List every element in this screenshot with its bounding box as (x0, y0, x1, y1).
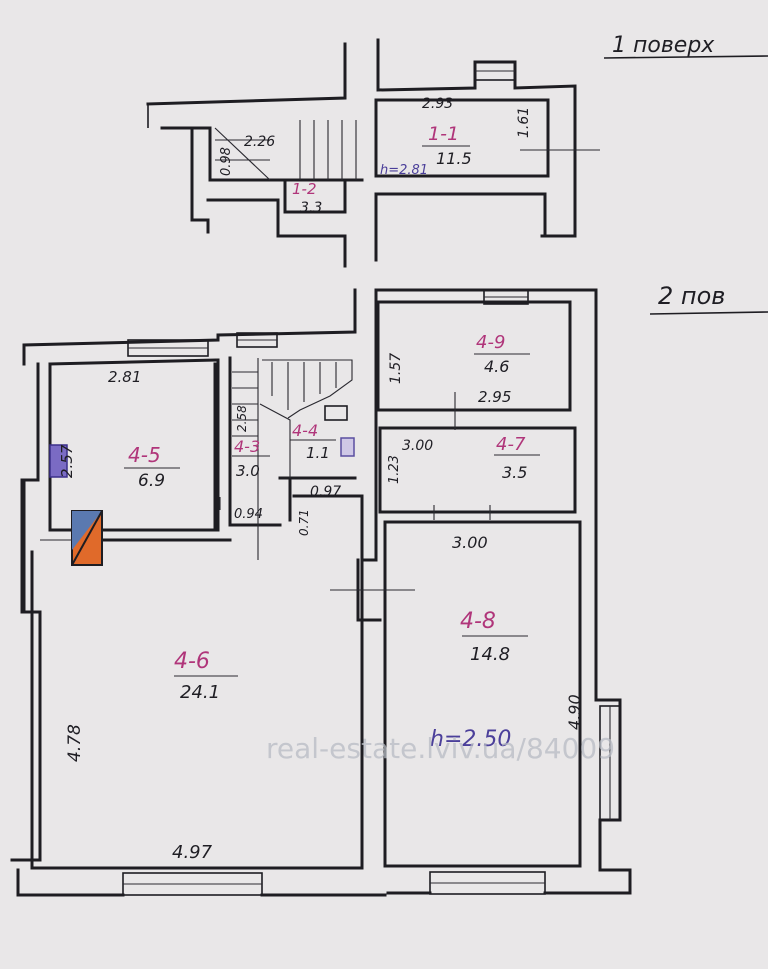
floor1-heading-underline (603, 55, 768, 59)
floor2-window-top-right (483, 289, 529, 305)
floor2-heading: 2 пов (658, 282, 725, 310)
dim-3-side: 2.58 (235, 405, 249, 432)
sink-icon (324, 405, 348, 421)
room-4-9-code: 4-9 (476, 332, 505, 353)
floor2-window-top-mid (236, 332, 278, 348)
dim-1-stair-side: 0.98 (219, 147, 234, 176)
room-4-8-code: 4-8 (460, 609, 496, 634)
dim-8-top: 3.00 (452, 533, 488, 552)
floor1-stairs (214, 120, 357, 181)
dim-6-side: 4.78 (65, 724, 85, 762)
dim-8-side: 4.90 (565, 694, 584, 730)
room-1-1-code: 1-1 (428, 123, 459, 145)
dim-corr-top: 0.97 (310, 484, 341, 500)
chimney-icon (71, 510, 103, 566)
dim-7-top: 3.00 (402, 438, 433, 454)
floor1-walls (146, 38, 577, 268)
floor2-window-bottom-right (429, 871, 546, 895)
dim-corr-side: 0.71 (297, 509, 311, 536)
floor2-heading-underline (649, 311, 768, 315)
dim-1-right: 1.61 (516, 107, 532, 138)
room-1-2-area: 3.3 (300, 200, 322, 216)
meter-icon (49, 444, 68, 478)
room-4-7-area: 3.5 (502, 463, 527, 482)
watermark: real-estate.lviv.ua/84009 (266, 732, 615, 765)
room-4-6-code: 4-6 (174, 649, 210, 674)
dim-3-bottom: 0.94 (234, 507, 263, 522)
room-4-3-area: 3.0 (236, 462, 260, 480)
floor2-window-top-left (127, 339, 209, 357)
floor2-walls (10, 288, 632, 897)
dim-5-side: 2.57 (58, 444, 76, 478)
doors (40, 392, 491, 591)
dim-7-side: 1.23 (387, 455, 402, 484)
dim-9-bottom: 2.95 (478, 388, 511, 406)
room-4-4-code: 4-4 (292, 421, 318, 440)
floor2-window-right (599, 705, 621, 821)
dim-5-top: 2.81 (108, 368, 141, 386)
room-4-9-area: 4.6 (484, 357, 509, 376)
floor2-height: h=2.50 (430, 727, 511, 752)
dim-6-bottom: 4.97 (172, 842, 213, 863)
floor2-stairs (232, 358, 353, 478)
dim-1-top: 2.93 (422, 96, 453, 112)
floor1-window (474, 61, 516, 81)
dim-1-stair: 2.26 (244, 134, 275, 150)
room-4-6-area: 24.1 (180, 682, 220, 703)
floor1-heading: 1 поверх (612, 33, 715, 58)
room-4-3-code: 4-3 (234, 437, 260, 456)
dim-9-side: 1.57 (388, 353, 404, 384)
room-1-2-code: 1-2 (292, 180, 317, 198)
boiler-icon (340, 437, 355, 457)
floor1-height: h=2.81 (380, 163, 428, 178)
room-4-7-code: 4-7 (496, 434, 526, 455)
floor2-window-bottom-left (122, 872, 263, 896)
room-4-5-code: 4-5 (128, 443, 161, 467)
room-4-4-area: 1.1 (306, 444, 330, 462)
room-4-5-area: 6.9 (138, 471, 165, 491)
room-1-1-area: 11.5 (436, 149, 472, 168)
room-4-8-area: 14.8 (470, 644, 510, 665)
